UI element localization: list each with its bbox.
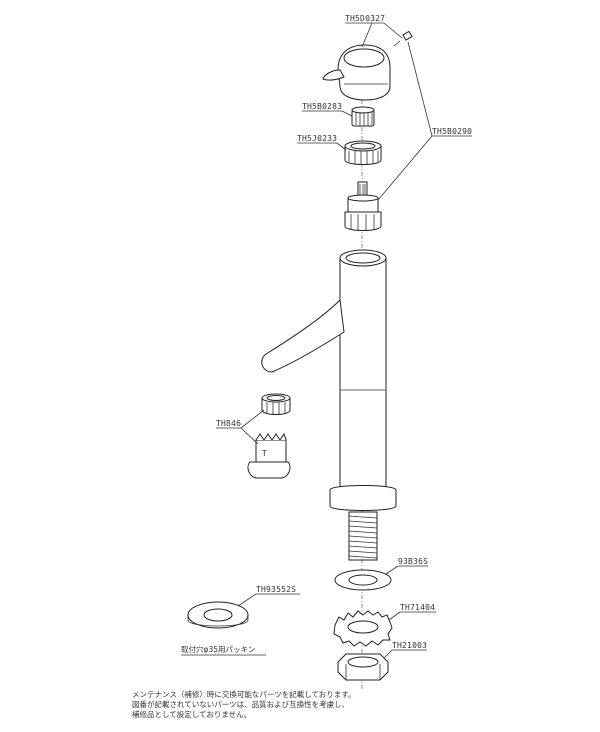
cap-nut	[344, 140, 382, 165]
label-washer: 93B36S	[385, 557, 428, 575]
label-nut: TH5J0233	[297, 134, 347, 151]
handle-lever	[322, 44, 391, 101]
label-aerator: TH846	[216, 409, 265, 445]
label-spring-washer: TH71404	[388, 603, 436, 621]
label-washer-text: 93B36S	[398, 557, 428, 566]
label-lock-nut-text: TH21003	[392, 641, 427, 650]
label-aerator-text: TH846	[216, 419, 241, 428]
note-line-3: 補修品として設定しておりません。	[132, 710, 252, 719]
label-screw-text: TH5B0283	[302, 102, 342, 111]
aerator	[261, 393, 291, 415]
maintenance-notes: メンテナンス（補修）時に交換可能なパーツを記載しております。 図番が記載されてい…	[132, 690, 432, 720]
tool-mark: T	[261, 449, 267, 458]
label-screw: TH5B0283	[302, 102, 353, 117]
bushing	[351, 106, 375, 127]
label-lock-nut: TH21003	[383, 641, 427, 659]
note-line-1: メンテナンス（補修）時に交換可能なパーツを記載しております。	[132, 690, 356, 699]
washer	[334, 569, 392, 591]
label-gasket-text: TH93552S	[256, 585, 296, 594]
gasket-caption: 取付穴φ35用パッキン	[181, 644, 266, 656]
cartridge	[344, 181, 382, 231]
label-gasket: TH93552S	[237, 585, 300, 607]
aerator-tool: T	[247, 432, 291, 479]
label-handle-text: TH5D0327	[345, 14, 385, 23]
label-cartridge-text: TH5B0290	[432, 127, 472, 136]
set-screw	[393, 30, 413, 47]
threaded-shank	[348, 511, 378, 561]
label-spring-washer-text: TH71404	[400, 603, 435, 612]
label-cartridge: TH5B0290	[377, 41, 472, 201]
lock-nut	[337, 653, 389, 681]
gasket-caption-text: 取付穴φ35用パッキン	[181, 644, 255, 654]
gasket	[187, 601, 249, 629]
faucet-body	[261, 249, 397, 511]
toothed-washer	[333, 610, 393, 647]
note-line-2: 図番が記載されていないパーツは、品質および互換性を考慮し、	[132, 700, 350, 709]
label-nut-text: TH5J0233	[297, 134, 337, 143]
label-handle: TH5D0327	[345, 14, 403, 48]
